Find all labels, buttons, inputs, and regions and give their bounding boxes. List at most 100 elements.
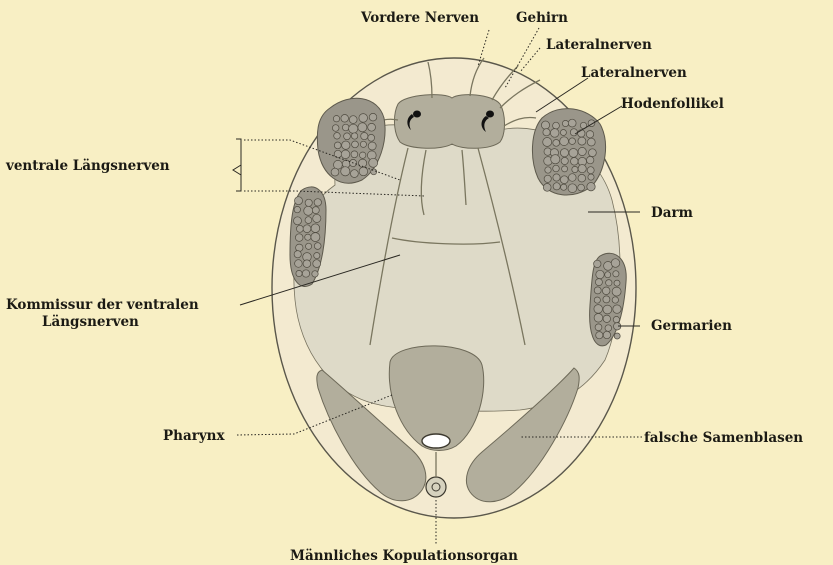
- follicle-cell: [560, 130, 566, 136]
- follicle-cell: [349, 124, 358, 133]
- follicle-cell: [606, 280, 612, 286]
- pharynx-opening: [422, 434, 450, 448]
- follicle-cell: [613, 305, 621, 313]
- label-kommissur-line1: Kommissur der ventralen: [6, 297, 199, 313]
- follicle-cell: [295, 234, 303, 242]
- follicle-cell: [578, 147, 586, 155]
- follicle-cell: [568, 184, 577, 193]
- follicle-cell: [586, 131, 593, 138]
- follicle-cell: [560, 149, 568, 157]
- follicle-cell: [368, 123, 376, 131]
- follicle-cell: [561, 157, 568, 164]
- follicle-cell: [313, 260, 321, 268]
- follicle-cell: [351, 133, 357, 139]
- follicle-cell: [360, 141, 366, 147]
- follicle-cell: [294, 251, 301, 258]
- label-ventrale-laengsnerven: ventrale Längsnerven: [5, 158, 170, 174]
- follicle-cell: [369, 158, 378, 167]
- label-darm: Darm: [651, 205, 693, 221]
- follicle-cell: [594, 287, 601, 294]
- follicle-cell: [568, 119, 576, 127]
- follicle-cell: [344, 133, 351, 140]
- follicle-cell: [341, 167, 350, 176]
- follicle-cell: [342, 141, 350, 149]
- follicle-cell: [589, 149, 597, 157]
- ventral-bracket: [233, 139, 241, 191]
- label-kommissur-line2: Längsnerven: [42, 314, 139, 330]
- follicle-cell: [578, 137, 586, 145]
- follicle-cell: [587, 156, 594, 163]
- follicle-cell: [572, 166, 578, 172]
- follicle-cell: [334, 133, 341, 140]
- follicle-cell: [544, 175, 551, 182]
- follicle-cell: [578, 174, 586, 182]
- follicle-cell: [351, 170, 359, 178]
- follicle-cell: [560, 176, 568, 184]
- leader-lateralnerven-1: [520, 48, 540, 72]
- follicle-cell: [551, 155, 560, 164]
- follicle-cell: [333, 116, 339, 122]
- follicle-cell: [594, 305, 603, 314]
- follicle-cell: [595, 324, 602, 331]
- follicle-cell: [368, 134, 375, 141]
- label-pharynx: Pharynx: [163, 428, 225, 444]
- follicle-cell: [334, 142, 341, 149]
- follicle-cell: [603, 315, 610, 322]
- follicle-cell: [562, 120, 568, 126]
- follicle-cell: [352, 141, 359, 148]
- follicle-cell: [571, 158, 579, 166]
- label-vordere-nerven: Vordere Nerven: [360, 10, 479, 26]
- copulatory-organ: [426, 477, 446, 497]
- follicle-cell: [303, 260, 311, 268]
- follicle-cell: [314, 243, 321, 250]
- follicle-cell: [545, 167, 551, 173]
- follicle-cell: [314, 253, 320, 259]
- follicle-cell: [605, 325, 612, 332]
- follicle-cell: [553, 183, 560, 190]
- follicle-cell: [358, 123, 367, 132]
- follicle-cell: [296, 270, 302, 276]
- follicle-cell: [550, 129, 559, 138]
- follicle-cell: [342, 124, 349, 131]
- follicle-cell: [312, 207, 319, 214]
- follicle-cell: [611, 259, 620, 268]
- follicle-cell: [341, 150, 350, 159]
- follicle-cell: [613, 316, 619, 322]
- follicle-cell: [296, 225, 303, 232]
- follicle-cell: [553, 174, 560, 181]
- follicle-cell: [569, 174, 577, 182]
- follicle-cell: [303, 225, 311, 233]
- label-hodenfollikel: Hodenfollikel: [621, 96, 724, 112]
- follicle-cell: [603, 305, 612, 314]
- brain: [394, 95, 504, 149]
- follicle-cell: [612, 287, 621, 296]
- follicle-cell: [587, 183, 595, 191]
- follicle-cell: [311, 233, 320, 242]
- follicle-cell: [595, 279, 602, 286]
- follicle-cell: [596, 332, 603, 339]
- follicle-cell: [359, 114, 368, 123]
- follicle-cell: [560, 137, 569, 146]
- follicle-cell: [360, 152, 366, 158]
- follicle-cell: [368, 142, 376, 150]
- follicle-cell: [612, 297, 618, 303]
- follicle-cell: [313, 214, 321, 222]
- follicle-cell: [314, 199, 321, 206]
- follicle-cell: [334, 150, 341, 157]
- follicle-cell: [294, 206, 300, 212]
- follicle-cell: [605, 272, 611, 278]
- label-lateralnerven-1: Lateralnerven: [546, 37, 652, 53]
- follicle-cell: [603, 331, 610, 338]
- follicle-cell: [306, 243, 312, 249]
- follicle-cell: [543, 184, 551, 192]
- follicle-cell: [305, 217, 312, 224]
- follicle-cell: [570, 129, 577, 136]
- label-kopulationsorgan: Männliches Kopulationsorgan: [290, 548, 518, 564]
- follicle-cell: [594, 297, 600, 303]
- follicle-cell: [359, 167, 368, 176]
- label-lateralnerven-2: Lateralnerven: [581, 65, 687, 81]
- follicle-cell: [351, 151, 358, 158]
- follicle-cell: [543, 129, 550, 136]
- label-falsche-samenblasen: falsche Samenblasen: [644, 430, 803, 446]
